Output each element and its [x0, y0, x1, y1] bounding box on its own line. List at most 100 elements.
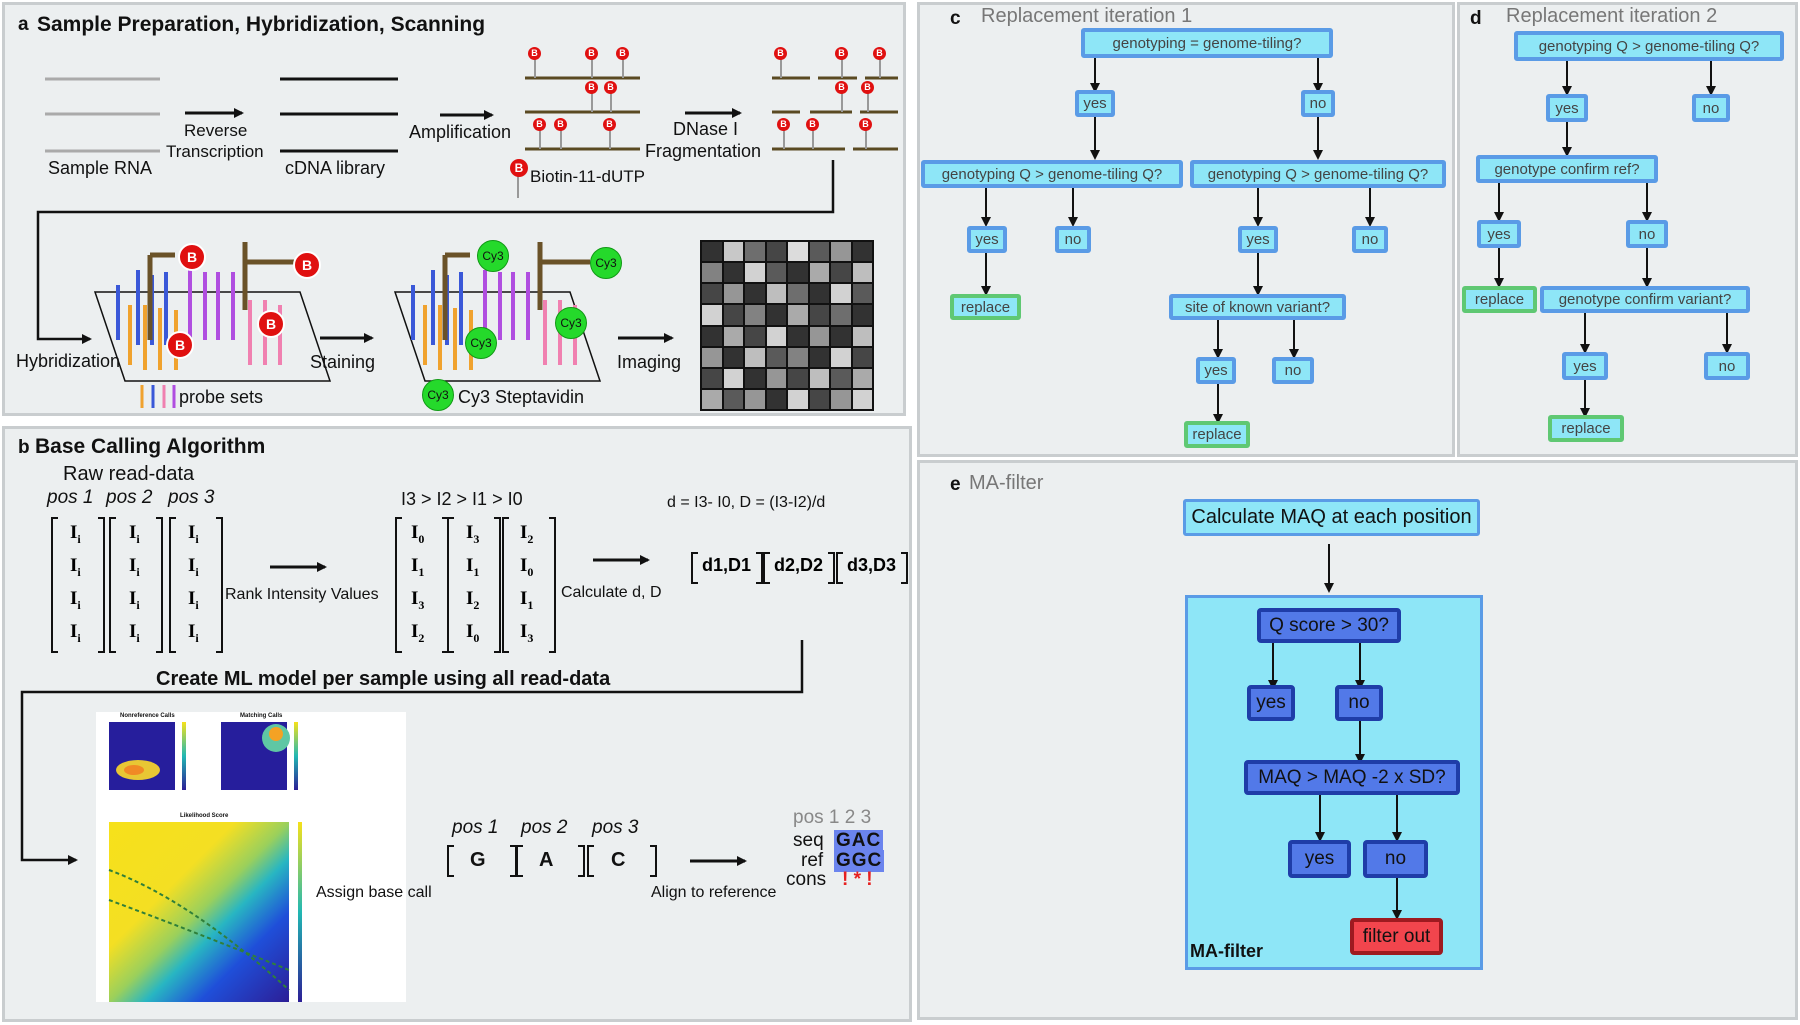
scan-tile	[831, 347, 851, 367]
scan-tile	[723, 347, 743, 367]
biotin-marker: B	[835, 47, 848, 60]
c-no-4: no	[1272, 357, 1314, 384]
e-qscore-node: Q score > 30?	[1257, 608, 1401, 643]
cons-label: cons	[786, 869, 827, 890]
scan-tile	[788, 284, 808, 304]
plot-likelihood	[109, 822, 289, 1002]
scan-tile	[809, 263, 829, 283]
scan-tile	[852, 368, 872, 388]
sample-rna-lines	[45, 77, 160, 153]
e-no-2: no	[1363, 840, 1428, 878]
scan-tile	[723, 263, 743, 283]
scan-tile	[723, 305, 743, 325]
scan-tile	[745, 389, 765, 409]
staining-label: Staining	[310, 352, 376, 372]
base-call-1: G	[470, 849, 486, 871]
c-yes-4: yes	[1196, 357, 1236, 384]
e-yes-1: yes	[1247, 685, 1295, 721]
scan-tile	[745, 242, 765, 262]
panel-d-title: Replacement iteration 2	[1506, 5, 1718, 27]
biotin-marker: B	[806, 118, 819, 131]
scan-tile	[723, 242, 743, 262]
scan-tile	[809, 284, 829, 304]
cdna-lines	[280, 77, 398, 153]
ranked-cell: I1	[466, 555, 480, 579]
pos2-label: pos 2	[106, 487, 153, 508]
pos1-label: pos 1	[47, 487, 94, 508]
ranked-cell: I0	[411, 522, 425, 546]
cdna-label: cDNA library	[285, 158, 386, 178]
cy3-legend-label: Cy3 Steptavidin	[458, 387, 585, 407]
probe-sets-label: probe sets	[179, 387, 264, 407]
e-yes-2: yes	[1288, 840, 1351, 878]
cy3-marker: Cy3	[590, 247, 622, 279]
scan-tile	[852, 242, 872, 262]
scan-tile	[809, 389, 829, 409]
panel-b-letter: b	[18, 437, 30, 458]
amplified-strands	[525, 76, 640, 151]
scan-tile	[766, 284, 786, 304]
scan-tile	[809, 305, 829, 325]
d1-vector: d1,D1	[702, 555, 751, 576]
cy3-marker: Cy3	[465, 327, 497, 359]
scan-tile	[766, 305, 786, 325]
scan-tile	[852, 284, 872, 304]
scan-tile	[702, 389, 722, 409]
raw-cell: Ii	[70, 522, 81, 546]
biotin-marker: B	[257, 310, 285, 338]
scan-tile	[745, 305, 765, 325]
scan-tile	[831, 389, 851, 409]
c-yes-2: yes	[967, 226, 1007, 253]
scan-tile	[788, 242, 808, 262]
connector-b	[20, 640, 804, 865]
scan-tile	[766, 347, 786, 367]
plot-title-matching: Matching Calls	[240, 713, 283, 719]
connector-a	[36, 160, 835, 344]
scan-tile	[809, 326, 829, 346]
raw-cell: Ii	[129, 522, 140, 546]
scan-tile	[788, 305, 808, 325]
pos2-label-b: pos 2	[521, 817, 568, 838]
d1-text: d1,D1	[702, 555, 752, 575]
scan-tile	[723, 368, 743, 388]
raw-brackets	[51, 517, 908, 877]
ranked-cell: I0	[520, 555, 534, 579]
scan-tile	[852, 389, 872, 409]
rank-label: Rank Intensity Values	[225, 586, 379, 603]
biotin-marker: B	[835, 81, 848, 94]
fragmentation-label: Fragmentation	[645, 141, 762, 161]
scan-tile	[809, 242, 829, 262]
base-call-3: C	[611, 849, 626, 871]
hybridization-label: Hybridization	[16, 351, 121, 371]
d-replace-2: replace	[1548, 415, 1624, 442]
assign-label: Assign base call	[316, 884, 432, 901]
d2-vector: d2,D2	[774, 555, 823, 576]
scan-tile	[723, 389, 743, 409]
biotin-marker: B	[777, 118, 790, 131]
panel-a-letter: a	[18, 14, 29, 35]
pos3-label: pos 3	[168, 487, 215, 508]
ranked-cell: I2	[466, 588, 480, 612]
pos1-label-b: pos 1	[452, 817, 499, 838]
biotin-marker: B	[859, 118, 872, 131]
raw-cell: Ii	[188, 588, 199, 612]
biotin-marker: B	[585, 47, 598, 60]
raw-cell: Ii	[188, 522, 199, 546]
c-replace-2: replace	[1184, 421, 1250, 448]
scan-tile	[852, 305, 872, 325]
cy3-marker: Cy3	[555, 307, 587, 339]
scan-image	[700, 240, 874, 411]
calc-label: Calculate d, D	[561, 584, 662, 601]
scan-tile	[766, 326, 786, 346]
scan-tile	[852, 263, 872, 283]
scan-tile	[745, 347, 765, 367]
c-yes-1: yes	[1075, 90, 1115, 117]
c-variant-node: site of known variant?	[1169, 294, 1346, 320]
scan-tile	[745, 284, 765, 304]
scan-tile	[788, 389, 808, 409]
d-yes-1: yes	[1546, 94, 1588, 122]
panel-c-title: Replacement iteration 1	[981, 5, 1193, 27]
base-call-2: A	[539, 849, 554, 871]
e-no-1: no	[1335, 685, 1383, 721]
